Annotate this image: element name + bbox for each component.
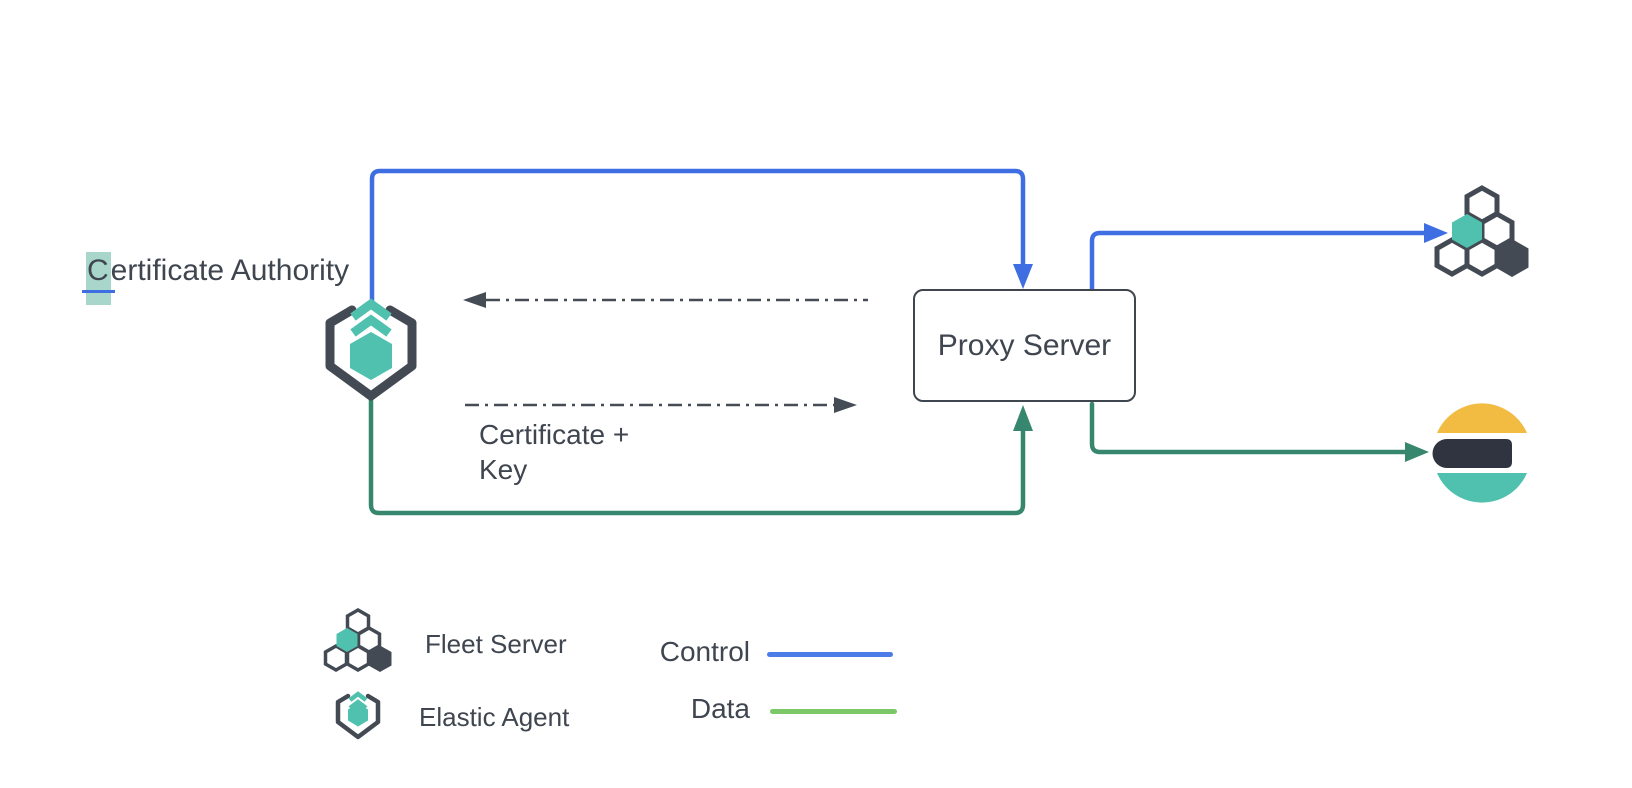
elasticsearch-top-cap <box>1437 403 1527 433</box>
legend-fleet-hex-teal <box>336 628 358 652</box>
legend-fleet-server-label: Fleet Server <box>425 629 567 659</box>
data-arrowhead-into-elasticsearch <box>1405 442 1429 462</box>
control-connector-agent-to-proxy[interactable] <box>369 168 1026 304</box>
certificate-key-label-line2: Key <box>479 454 528 485</box>
legend-agent-chevron-top <box>348 691 368 702</box>
legend-agent-chevron-bottom <box>348 699 368 710</box>
legend-elastic-agent-icon[interactable] <box>335 691 381 740</box>
certificate-request-arrowhead <box>463 292 486 308</box>
certificate-key-arrow[interactable] <box>465 397 857 413</box>
certificate-authority-label[interactable]: Certificate Authority <box>82 252 350 305</box>
legend-agent-core-hexagon <box>348 703 368 727</box>
legend-fleet-hex-dark <box>368 645 392 672</box>
data-arrowhead-into-proxy <box>1013 405 1033 431</box>
legend-elastic-agent-label: Elastic Agent <box>419 702 570 732</box>
elasticsearch-bottom-cap <box>1437 473 1527 503</box>
data-connector-agent-to-proxy[interactable] <box>368 396 1026 516</box>
agent-core-hexagon <box>350 332 392 380</box>
fleet-server-icon[interactable] <box>1434 185 1529 277</box>
legend-fleet-server-icon[interactable] <box>323 607 392 673</box>
control-arrowhead-into-proxy <box>1013 264 1033 289</box>
legend-agent-chevrons <box>348 691 368 710</box>
selected-text: C <box>86 252 111 305</box>
elastic-agent-icon[interactable] <box>325 298 417 401</box>
agent-bracket-outline <box>325 305 417 401</box>
certificate-key-label[interactable]: Certificate + Key <box>479 417 629 487</box>
elasticsearch-middle-bar <box>1432 439 1512 469</box>
control-connector-proxy-to-fleet[interactable] <box>1089 230 1427 292</box>
proxy-server-label: Proxy Server <box>937 328 1112 362</box>
agent-chevron-top <box>350 298 392 321</box>
certificate-key-label-line1: Certificate + <box>479 419 630 450</box>
legend-agent-bracket-outline <box>335 693 381 740</box>
legend-data-line-swatch <box>770 709 897 714</box>
proxy-server-node[interactable]: Proxy Server <box>913 289 1136 402</box>
certificate-request-arrow[interactable] <box>463 292 868 308</box>
legend-data-label: Data <box>690 693 750 724</box>
fleet-hex-teal <box>1452 214 1482 248</box>
control-arrowhead-into-fleet <box>1424 223 1448 243</box>
legend-control-line-swatch <box>767 652 893 657</box>
legend-control-label: Control <box>659 636 750 667</box>
certificate-key-arrowhead <box>834 397 857 413</box>
elasticsearch-icon[interactable] <box>1432 403 1528 503</box>
fleet-hex-dark <box>1495 239 1529 277</box>
agent-chevrons <box>350 298 392 337</box>
text-caret <box>82 290 115 293</box>
data-connector-proxy-to-elasticsearch[interactable] <box>1089 401 1408 455</box>
certificate-authority-label-rest: ertificate Authority <box>110 254 350 287</box>
agent-chevron-bottom <box>350 314 392 337</box>
